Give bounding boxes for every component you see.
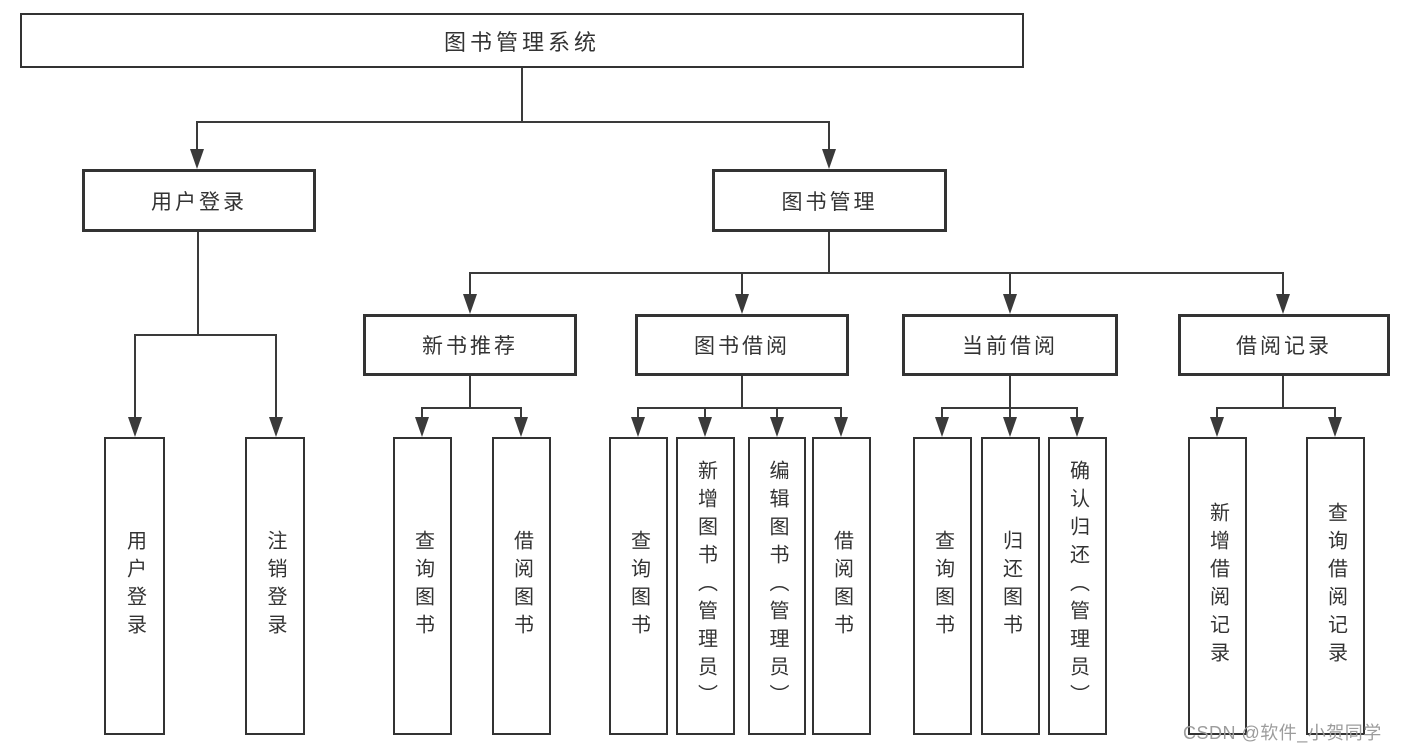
node-leaf-confirm-return-admin: 确认归还（管理员） (1048, 437, 1107, 735)
node-label: 查询借阅记录 (1324, 502, 1347, 670)
node-label: 归还图书 (999, 530, 1022, 642)
node-leaf-return-book: 归还图书 (981, 437, 1040, 735)
connector-current-borrowing-to-leaves (935, 376, 1084, 437)
node-label: 用户登录 (123, 530, 146, 642)
connector-root-to-level2 (190, 68, 836, 169)
node-label: 确认归还（管理员） (1066, 460, 1089, 712)
node-leaf-edit-book-admin: 编辑图书（管理员） (748, 437, 806, 735)
node-user-login: 用户登录 (82, 169, 316, 232)
node-leaf-borrow-books: 借阅图书 (492, 437, 551, 735)
node-label: 借阅图书 (830, 530, 853, 642)
node-leaf-add-borrow-record: 新增借阅记录 (1188, 437, 1247, 735)
node-label: 图书管理系统 (443, 29, 600, 55)
node-book-management: 图书管理 (712, 169, 947, 232)
node-book-borrowing: 图书借阅 (635, 314, 849, 376)
connector-user-login-to-leaves (128, 232, 283, 437)
connector-new-book-recommend-to-leaves (415, 376, 528, 437)
node-label: 图书借阅 (694, 335, 790, 358)
node-label: 当前借阅 (962, 335, 1058, 358)
connector-book-management-to-level3 (463, 232, 1290, 314)
node-root-system: 图书管理系统 (20, 13, 1024, 68)
node-label: 查询图书 (627, 530, 650, 642)
node-label: 图书管理 (781, 190, 878, 214)
node-leaf-query-books: 查询图书 (609, 437, 668, 735)
connector-book-borrowing-to-leaves (631, 376, 848, 437)
node-leaf-borrow-books: 借阅图书 (812, 437, 871, 735)
node-label: 注销登录 (264, 530, 286, 642)
node-label: 编辑图书（管理员） (766, 460, 788, 712)
node-current-borrowing: 当前借阅 (902, 314, 1118, 376)
node-label: 借阅记录 (1236, 335, 1332, 358)
node-label: 新书推荐 (422, 335, 518, 358)
node-label: 借阅图书 (510, 530, 533, 642)
node-label: 新增借阅记录 (1206, 502, 1229, 670)
csdn-watermark: CSDN @软件_小贺同学 (1183, 723, 1382, 743)
node-leaf-query-borrow-record: 查询借阅记录 (1306, 437, 1365, 735)
node-leaf-query-books: 查询图书 (913, 437, 972, 735)
node-new-book-recommend: 新书推荐 (363, 314, 577, 376)
node-leaf-query-books: 查询图书 (393, 437, 452, 735)
node-leaf-logout: 注销登录 (245, 437, 305, 735)
node-label: 查询图书 (411, 530, 434, 642)
node-label: 查询图书 (931, 530, 954, 642)
connector-borrowing-records-to-leaves (1210, 376, 1342, 437)
node-leaf-add-book-admin: 新增图书（管理员） (676, 437, 735, 735)
node-leaf-user-login: 用户登录 (104, 437, 165, 735)
node-label: 用户登录 (151, 190, 247, 214)
node-borrowing-records: 借阅记录 (1178, 314, 1390, 376)
node-label: 新增图书（管理员） (694, 460, 717, 712)
